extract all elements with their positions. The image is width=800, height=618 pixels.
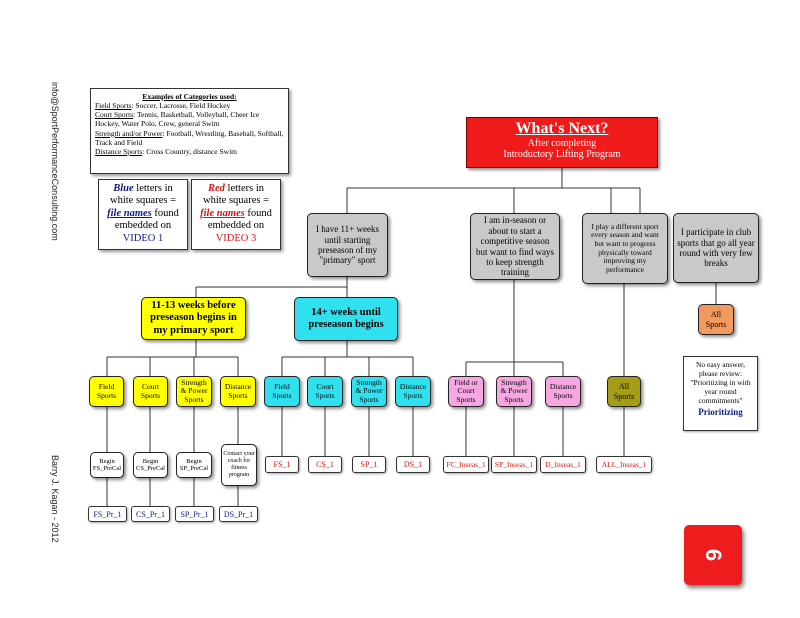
file-ds-pr-1: DS_Pr_1 [219,506,258,522]
pink-field-court-sports: Field or Court Sports [448,376,484,407]
pink-distance-sports: Distance Sports [545,376,581,407]
file-fc-inseas-1: FC_Inseas_1 [443,456,489,473]
file-sp-inseas-1: SP_Inseas_1 [491,456,537,473]
yellow-field-sports: Field Sports [89,376,124,407]
contact-email: info@SportPerformanceConsulting.com [50,82,60,241]
author-credit: Barry J. Kagan - 2012 [50,455,60,543]
prioritizing-link[interactable]: Prioritizing [698,407,743,417]
file-sp-1: SP_1 [352,456,386,473]
file-d-inseas-1: D_Inseas_1 [540,456,586,473]
examples-row-field: Field Sports: Soccer, Lacrosse, Field Ho… [95,101,231,111]
cyan-field-sports: Field Sports [264,376,300,407]
question-in-season: I am in-season or about to start a compe… [470,213,560,280]
file-fs-pr-1: FS_Pr_1 [88,506,127,522]
file-all-inseas-1: ALL_Inseas_1 [596,456,652,473]
olive-all-sports: All Sports [607,376,641,407]
timing-14-weeks: 14+ weeks until preseason begins [294,297,398,341]
yellow-strength-power-sports: Strength & Power Sports [176,376,212,407]
yellow-court-sports: Court Sports [133,376,168,407]
prioritizing-note: No easy answer, please review: "Prioriti… [683,356,758,431]
examples-title: Examples of Categories used: [142,92,237,101]
question-different-sport: I play a different sport every season an… [582,213,668,284]
page-number-badge: 6 [684,525,742,585]
precal-distance-contact-coach: Contact your coach for fitness program [221,444,257,486]
cyan-distance-sports: Distance Sports [395,376,431,407]
question-club-sports: I participate in club sports that go all… [673,213,759,283]
category-examples-box: Examples of Categories used: Field Sport… [90,88,289,174]
root-whats-next: What's Next? After completing Introducto… [466,117,658,168]
yellow-distance-sports: Distance Sports [220,376,256,407]
page-number: 6 [701,548,726,562]
file-cs-pr-1: CS_Pr_1 [131,506,170,522]
pink-strength-power-sports: Strength & Power Sports [496,376,532,407]
orange-all-sports: All Sports [698,304,734,335]
question-11-weeks: I have 11+ weeks until starting preseaso… [307,213,388,277]
examples-row-court: Court Sports: Tennis, Basketball, Volley… [95,110,260,129]
file-ds-1: DS_1 [396,456,430,473]
file-sp-pr-1: SP_Pr_1 [175,506,214,522]
timing-11-13-weeks: 11-13 weeks before preseason begins in m… [141,297,246,340]
file-cs-1: CS_1 [308,456,342,473]
cyan-court-sports: Court Sports [307,376,343,407]
file-fs-1: FS_1 [265,456,299,473]
examples-row-strength: Strength and/or Power: Football, Wrestli… [95,128,284,147]
examples-row-distance: Distance Sports: Cross Country, distance… [95,146,238,156]
legend-video-1: Blue letters in white squares = file nam… [98,179,188,250]
legend-video-3: Red letters in white squares = file name… [191,179,281,250]
cyan-strength-power-sports: Strength & Power Sports [351,376,387,407]
